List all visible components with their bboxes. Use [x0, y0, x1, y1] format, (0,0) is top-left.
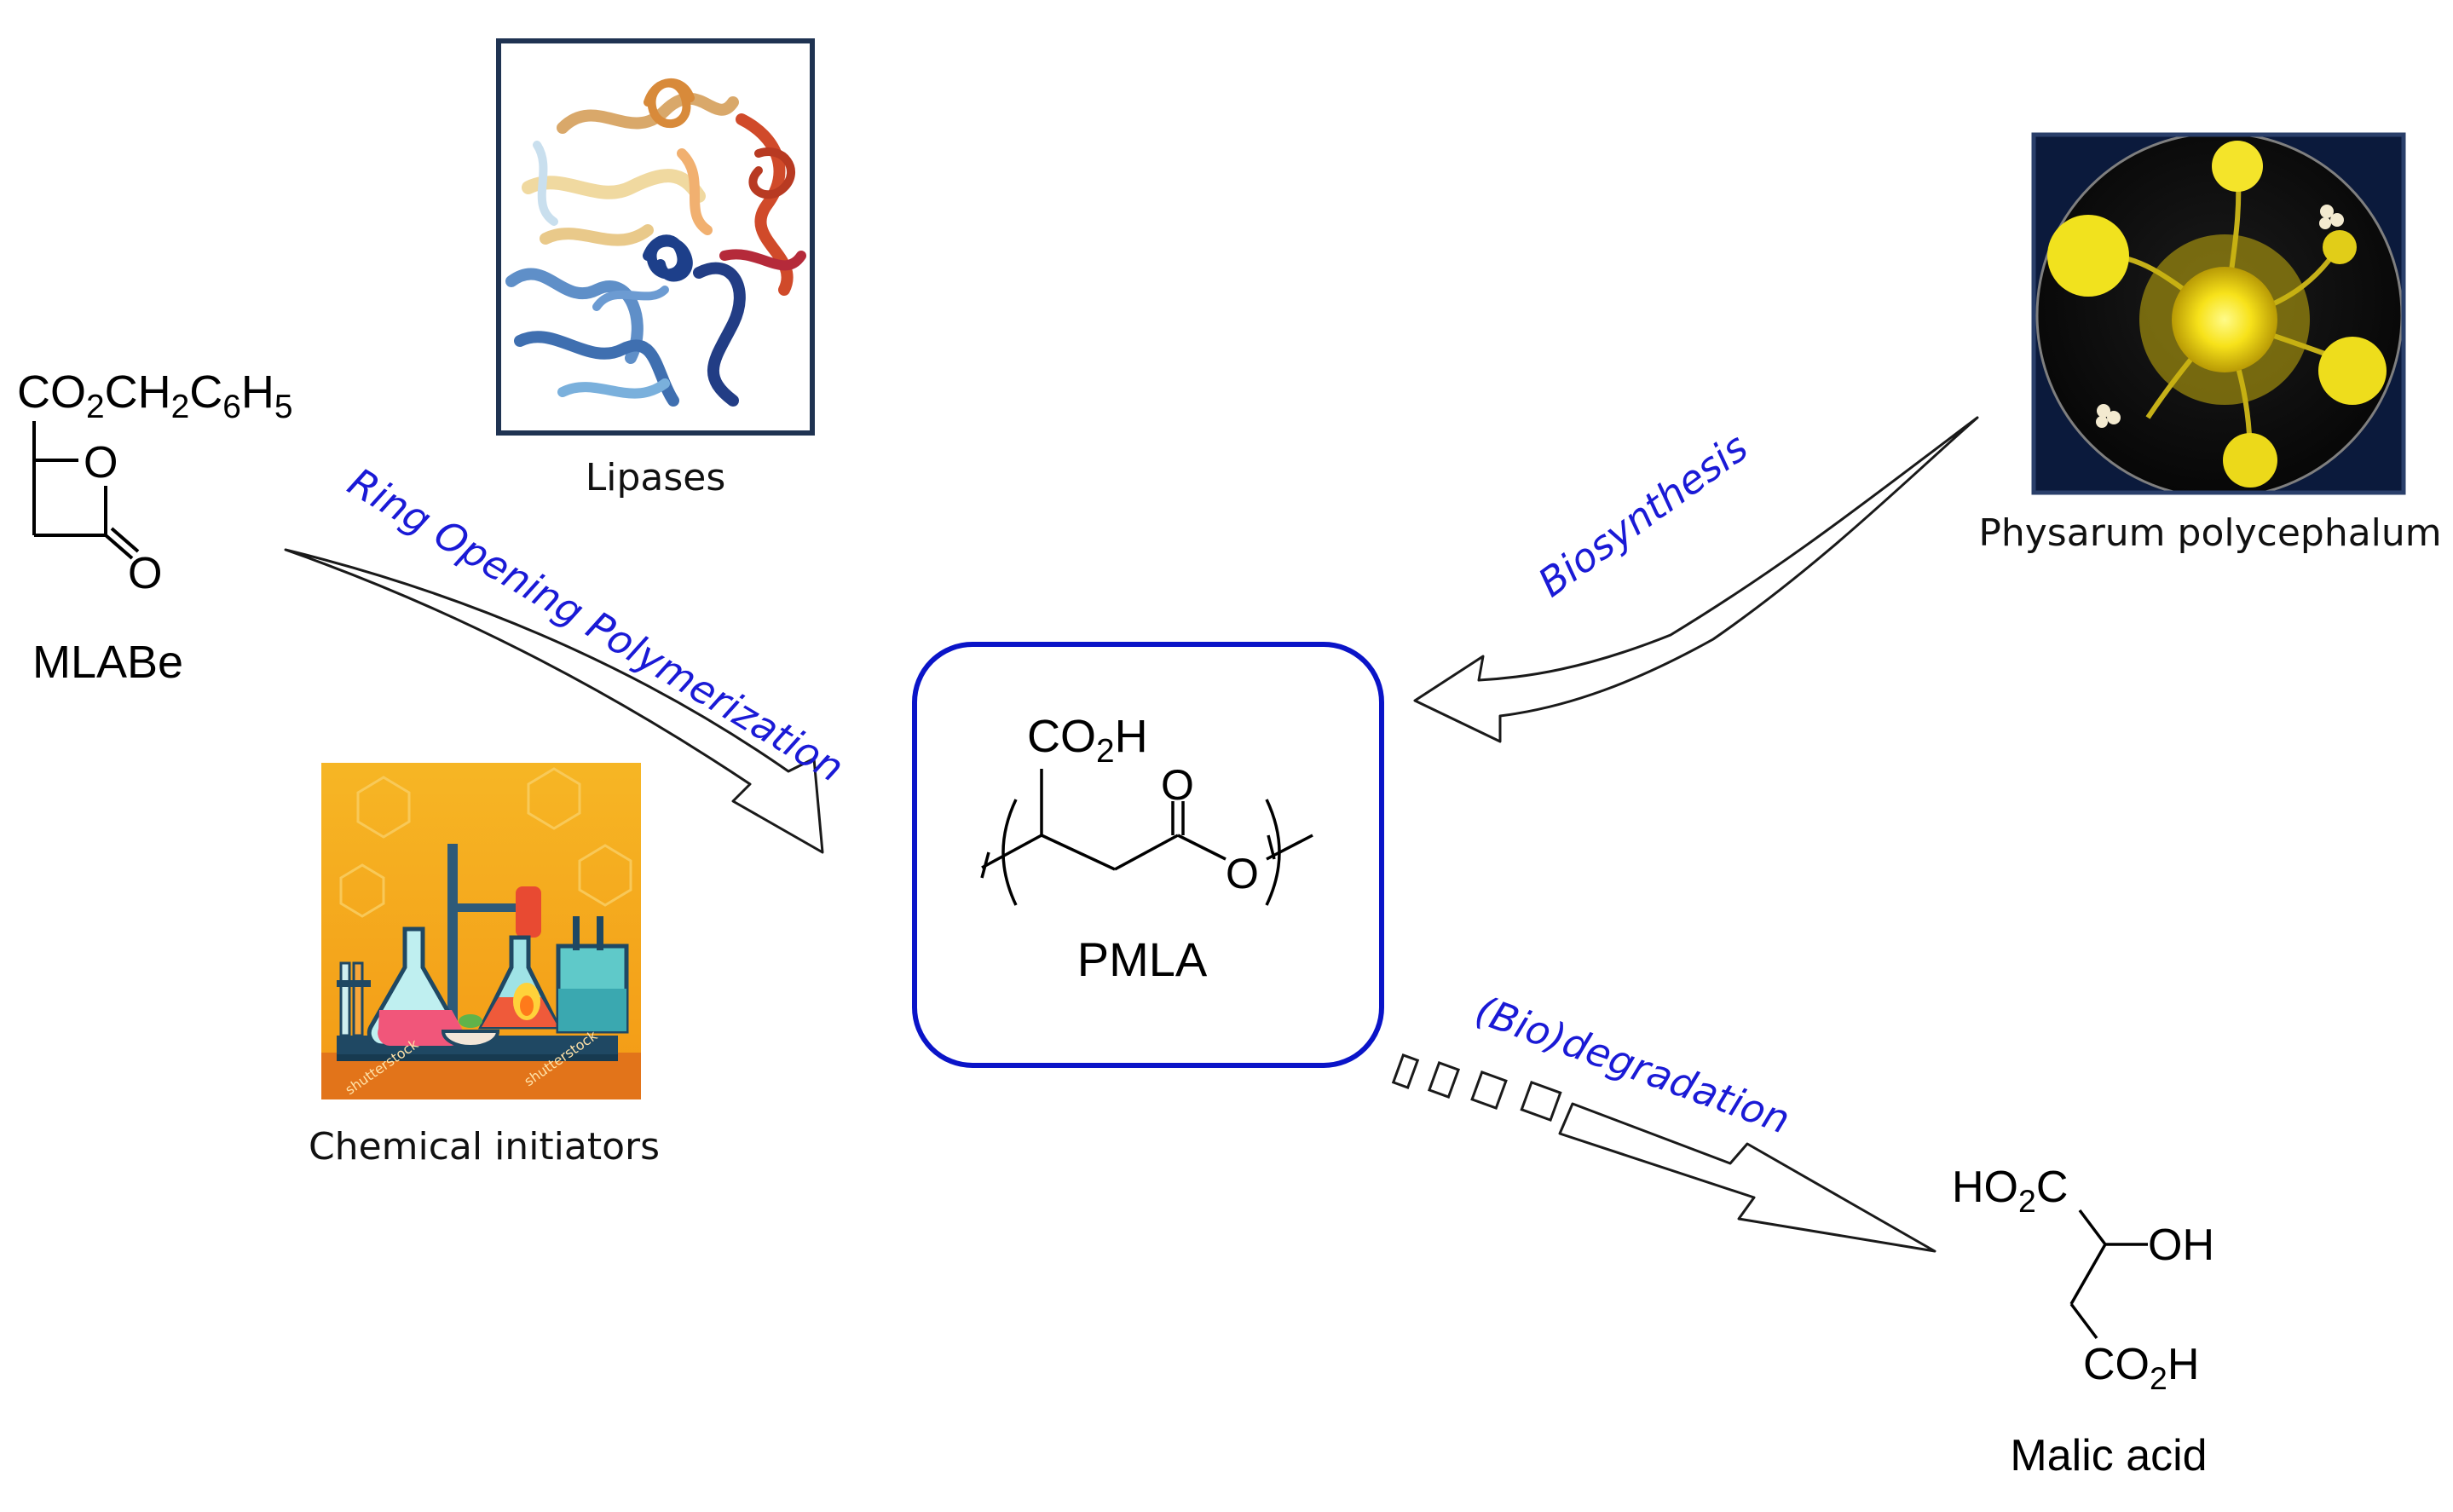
- lipases-label: Lipases: [586, 456, 726, 499]
- rop-label: Ring Opening Polymerization: [340, 459, 851, 791]
- mlabe-label: MLABe: [32, 637, 183, 688]
- mlabe-carbonyl-oxygen: O: [128, 549, 162, 598]
- pmla-side-group: CO2H: [1027, 711, 1148, 770]
- mlabe-bonds: [32, 421, 140, 560]
- lipases-image: Lipases: [496, 38, 815, 499]
- mlabe-formula: CO2CH2C6H5: [17, 366, 293, 425]
- pmla-box: CO2H O O PMLA: [912, 642, 1384, 1068]
- pmla-carbonyl-oxygen: O: [1161, 761, 1194, 809]
- mlabe-ring-oxygen: O: [84, 438, 118, 488]
- mlabe-structure: CO2CH2C6H5 O O MLABe: [17, 366, 293, 688]
- pmla-label: PMLA: [1077, 932, 1208, 986]
- degradation-arrow: (Bio)degradation: [1391, 987, 1936, 1253]
- protein-ribbon-icon: [505, 78, 806, 407]
- pmla-bonds: [980, 769, 1313, 906]
- lab-glassware-icon: shutterstock shutterstock: [321, 767, 641, 1099]
- degradation-label: (Bio)degradation: [1469, 987, 1796, 1143]
- chemical-initiators-label: Chemical initiators: [309, 1125, 660, 1169]
- biosynthesis-label: Biosynthesis: [1530, 424, 1757, 606]
- malic-bonds: [2069, 1209, 2148, 1340]
- malic-ho2c: HO2C: [1952, 1163, 2068, 1219]
- physarum-image: Physarum polycephalum: [1978, 132, 2442, 555]
- slime-mold-icon: [2035, 136, 2402, 491]
- malic-co2h: CO2H: [2083, 1340, 2199, 1396]
- malic-acid-label: Malic acid: [2010, 1431, 2207, 1480]
- chemical-initiators-image: shutterstock shutterstock Chemical initi…: [309, 763, 660, 1169]
- malic-oh: OH: [2148, 1221, 2214, 1270]
- physarum-label: Physarum polycephalum: [1978, 511, 2441, 555]
- pmla-ester-oxygen: O: [1226, 850, 1259, 897]
- biosynthesis-arrow: Biosynthesis: [1413, 416, 1979, 743]
- malic-acid-structure: HO2C OH CO2H Malic acid: [1952, 1163, 2214, 1480]
- pmla-structure: CO2H O O: [980, 711, 1313, 906]
